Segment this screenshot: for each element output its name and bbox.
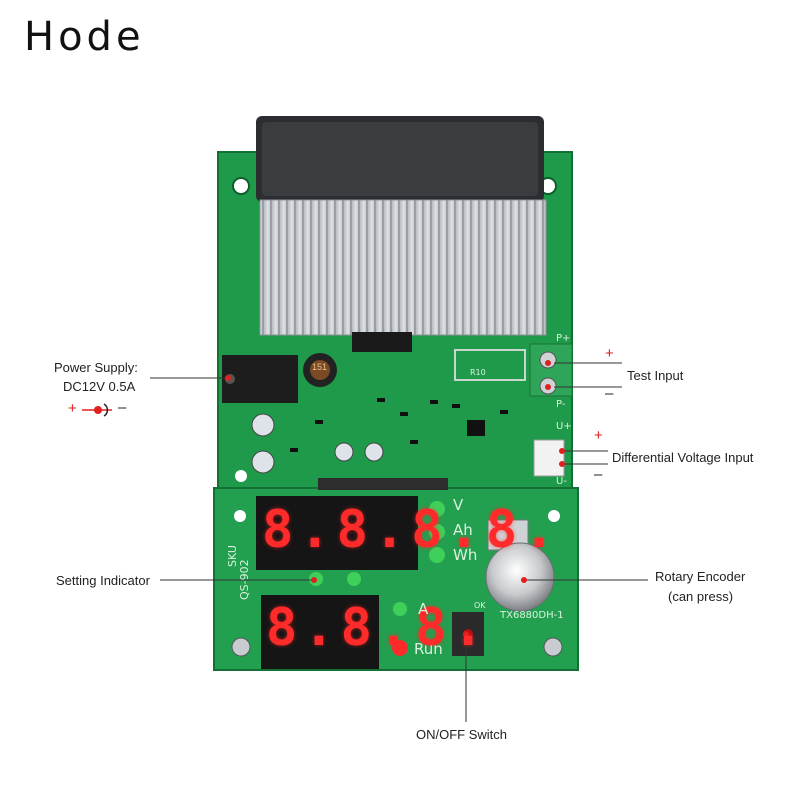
pcb-components: [222, 332, 573, 477]
display-pcb: [213, 478, 579, 671]
diff-input-minus: –: [594, 466, 603, 483]
run-label: Run: [414, 640, 443, 658]
display-top: 8.8.8.8.: [262, 500, 561, 560]
callout-lines: [150, 362, 648, 722]
onoff-switch-label: ON/OFF Switch: [416, 727, 508, 742]
pin-u-plus: U+: [556, 421, 572, 432]
encoder-part-label: TX6880DH-1: [500, 610, 564, 621]
dc-jack-symbol: [82, 403, 112, 417]
pin-p-plus: P+: [556, 333, 571, 344]
ok-label: OK: [474, 601, 486, 610]
brand-logo: Hode: [24, 14, 145, 60]
amp-label: A: [418, 600, 429, 618]
resistor-label: R10: [470, 368, 486, 377]
pin-u-minus: U-: [556, 476, 567, 487]
unit-label-v: V: [453, 496, 464, 514]
unit-label-wh: Wh: [453, 546, 478, 564]
inductor-label: 151: [312, 362, 328, 372]
test-input-label: Test Input: [627, 368, 684, 383]
callout-dots: [225, 360, 565, 637]
diff-input-label: Differential Voltage Input: [612, 450, 754, 465]
unit-label-ah: Ah: [453, 521, 473, 539]
power-supply-plus: +: [68, 400, 77, 417]
rotary-encoder-label-line2: (can press): [668, 589, 734, 604]
display-bottom: 8.8.8.: [266, 598, 490, 658]
pin-p-minus: P-: [556, 399, 566, 410]
power-supply-minus: –: [118, 399, 127, 416]
heatsink: [259, 199, 547, 336]
diff-input-plus: +: [594, 427, 603, 444]
model-label: QS-902: [238, 559, 251, 600]
setting-indicator-label: Setting Indicator: [56, 573, 150, 588]
test-input-plus: +: [605, 345, 614, 362]
test-input-minus: –: [605, 385, 614, 402]
rotary-encoder-label-line1: Rotary Encoder: [655, 569, 746, 584]
power-supply-label-line2: DC12V 0.5A: [63, 379, 136, 394]
cooling-fan: [256, 116, 544, 202]
power-supply-label-line1: Power Supply:: [54, 360, 138, 375]
